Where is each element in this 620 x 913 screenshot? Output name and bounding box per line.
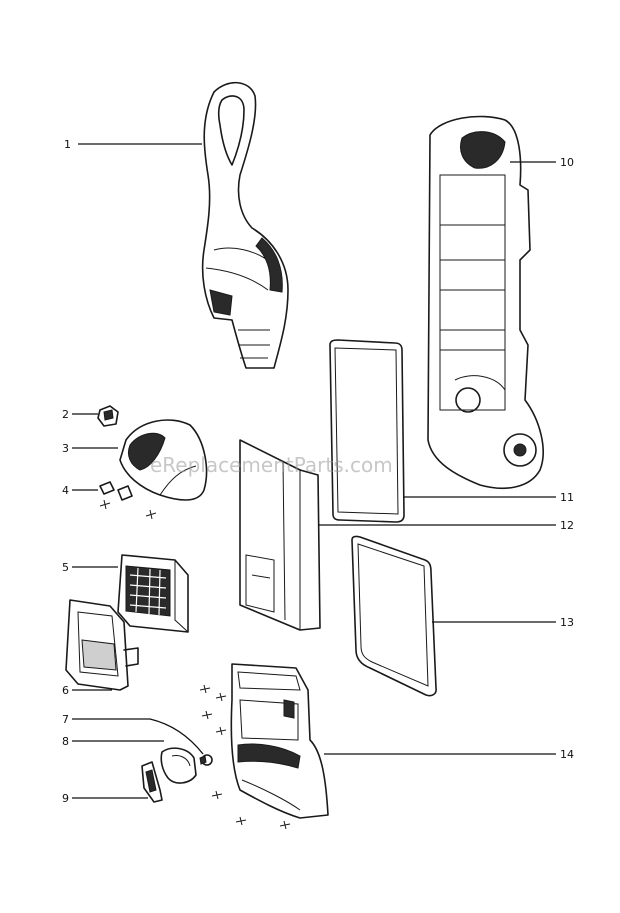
label-14: 14 bbox=[560, 748, 574, 761]
callout-4: 4 bbox=[62, 484, 98, 497]
part-9-lever bbox=[141, 761, 163, 803]
watermark-text: eReplacementParts.com bbox=[150, 453, 393, 477]
callout-1: 1 bbox=[64, 138, 202, 151]
label-13: 13 bbox=[560, 616, 574, 629]
label-3: 3 bbox=[62, 442, 69, 455]
callout-6: 6 bbox=[62, 684, 112, 697]
callout-14: 14 bbox=[324, 748, 574, 761]
part-2-clip bbox=[97, 405, 119, 427]
callout-5: 5 bbox=[62, 561, 118, 574]
part-7-knob bbox=[199, 754, 213, 766]
label-8: 8 bbox=[62, 735, 69, 748]
part-8-latch bbox=[160, 747, 197, 784]
part-6-filter-frame bbox=[65, 599, 139, 691]
part-10-main-housing bbox=[427, 115, 544, 490]
callout-11: 11 bbox=[404, 491, 574, 504]
callout-10: 10 bbox=[510, 156, 574, 169]
part-4-buttons bbox=[99, 481, 157, 520]
part-12-door-panel bbox=[239, 439, 321, 631]
part-14-lower-housing bbox=[230, 663, 329, 819]
label-5: 5 bbox=[62, 561, 69, 574]
callout-2: 2 bbox=[62, 408, 98, 421]
callout-9: 9 bbox=[62, 792, 148, 805]
label-9: 9 bbox=[62, 792, 69, 805]
label-4: 4 bbox=[62, 484, 69, 497]
label-12: 12 bbox=[560, 519, 574, 532]
label-6: 6 bbox=[62, 684, 69, 697]
callout-13: 13 bbox=[432, 616, 574, 629]
part-13-gasket bbox=[351, 535, 437, 697]
label-11: 11 bbox=[560, 491, 574, 504]
callout-12: 12 bbox=[318, 519, 574, 532]
label-7: 7 bbox=[62, 713, 69, 726]
part-3-cover bbox=[119, 419, 208, 501]
part-5-filter bbox=[117, 554, 189, 633]
part-11-gasket bbox=[329, 339, 405, 523]
callout-3: 3 bbox=[62, 442, 118, 455]
callout-8: 8 bbox=[62, 735, 164, 748]
callout-7: 7 bbox=[62, 713, 204, 755]
label-2: 2 bbox=[62, 408, 69, 421]
part-1-handle bbox=[201, 81, 289, 369]
label-10: 10 bbox=[560, 156, 574, 169]
screws bbox=[199, 684, 291, 830]
label-1: 1 bbox=[64, 138, 71, 151]
